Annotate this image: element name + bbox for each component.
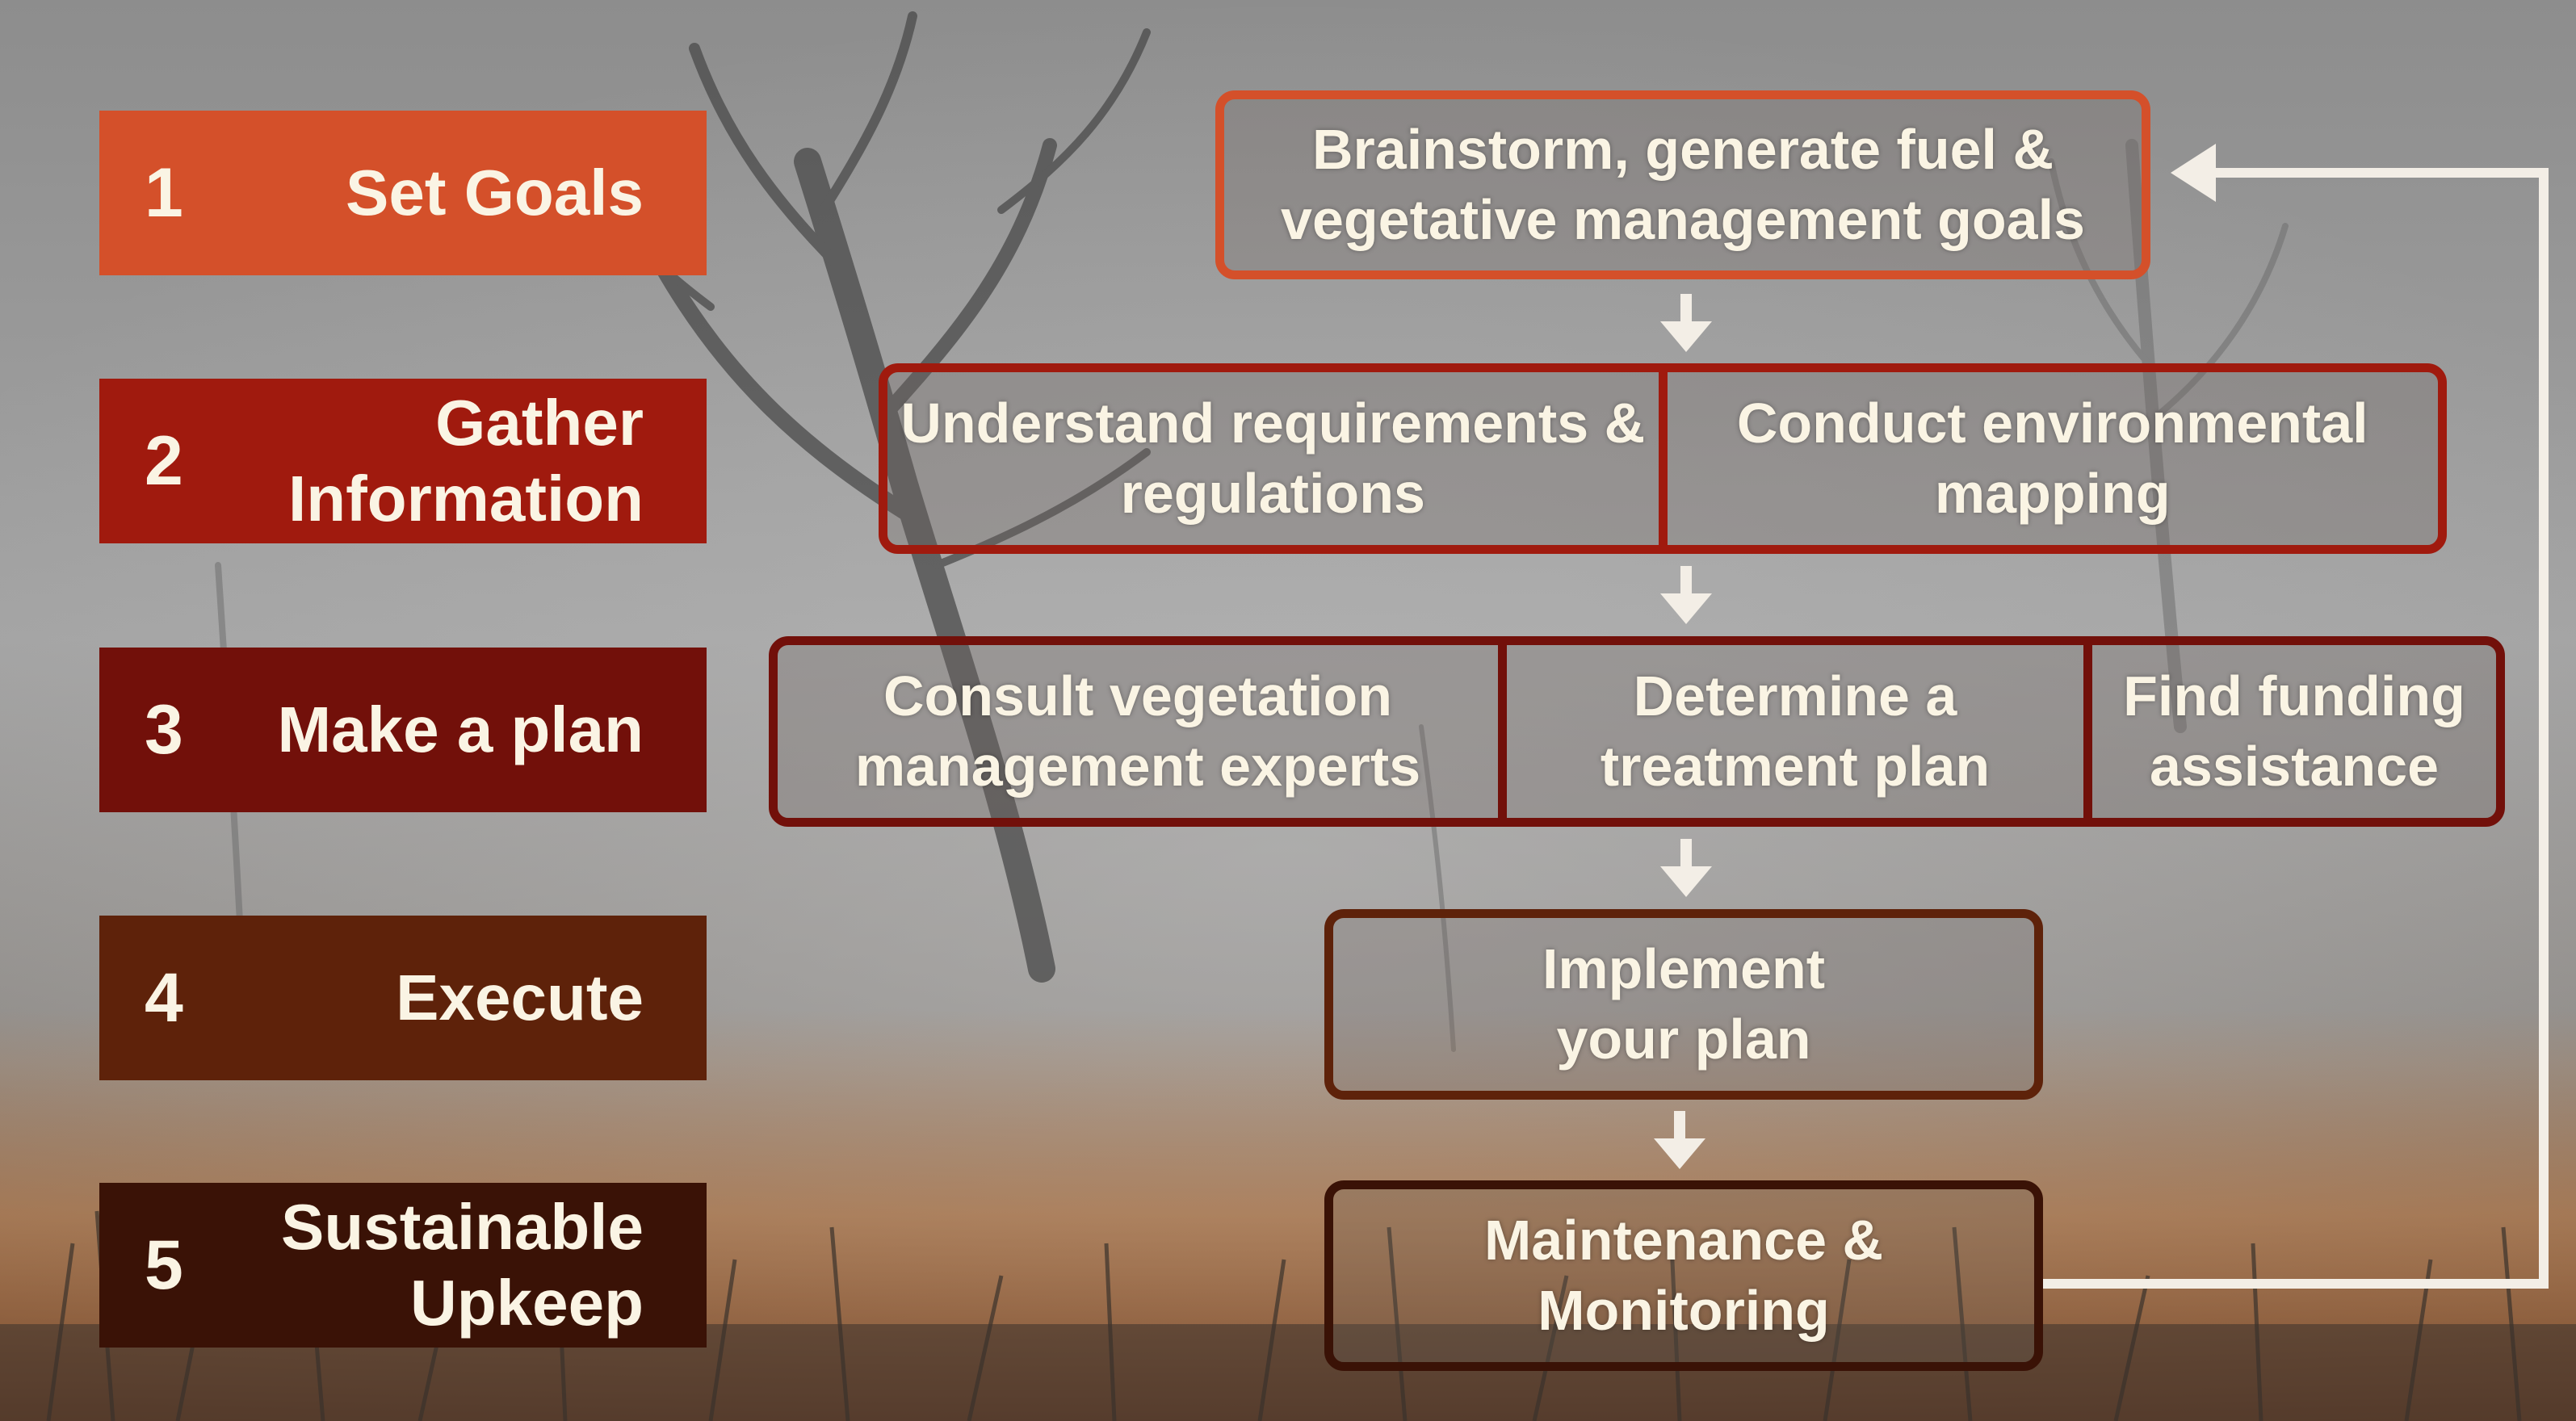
plan-cell-treatment: Determine a treatment plan bbox=[1498, 645, 2083, 818]
step-number: 2 bbox=[145, 422, 183, 500]
step-title: Set Goals bbox=[345, 156, 644, 228]
step-number: 5 bbox=[145, 1226, 183, 1304]
step-5-label: 5 Sustainable Upkeep bbox=[99, 1183, 707, 1348]
down-arrow-icon bbox=[1660, 566, 1712, 624]
execute-cell: Implement your plan bbox=[1542, 937, 1826, 1071]
down-arrow-icon bbox=[1660, 294, 1712, 352]
goals-cell: Brainstorm, generate fuel & vegetative m… bbox=[1281, 117, 2085, 252]
step-title: Gather Information bbox=[288, 386, 644, 534]
info-cell-regulations: Understand requirements & regulations bbox=[900, 391, 1646, 526]
down-arrow-icon bbox=[1660, 839, 1712, 897]
step-3-label: 3 Make a plan bbox=[99, 648, 707, 812]
step-1-label: 1 Set Goals bbox=[99, 111, 707, 275]
step-2-label: 2 Gather Information bbox=[99, 379, 707, 543]
step-number: 3 bbox=[145, 691, 183, 769]
plan-cell-experts: Consult vegetation management experts bbox=[854, 664, 1421, 799]
step-number: 1 bbox=[145, 154, 183, 232]
upkeep-box: Maintenance & Monitoring bbox=[1324, 1180, 2043, 1371]
info-box: Understand requirements & regulations Co… bbox=[879, 363, 2447, 554]
goals-box: Brainstorm, generate fuel & vegetative m… bbox=[1215, 90, 2150, 279]
step-4-label: 4 Execute bbox=[99, 916, 707, 1080]
plan-box: Consult vegetation management experts De… bbox=[769, 636, 2505, 827]
info-cell-mapping: Conduct environmental mapping bbox=[1658, 372, 2439, 545]
step-number: 4 bbox=[145, 959, 183, 1037]
step-title: Make a plan bbox=[277, 693, 644, 765]
plan-cell-funding: Find funding assistance bbox=[2083, 645, 2496, 818]
step-title: Execute bbox=[396, 961, 644, 1033]
upkeep-cell: Maintenance & Monitoring bbox=[1484, 1208, 1883, 1343]
down-arrow-icon bbox=[1654, 1111, 1705, 1169]
execute-box: Implement your plan bbox=[1324, 909, 2043, 1100]
step-title: Sustainable Upkeep bbox=[280, 1190, 644, 1339]
